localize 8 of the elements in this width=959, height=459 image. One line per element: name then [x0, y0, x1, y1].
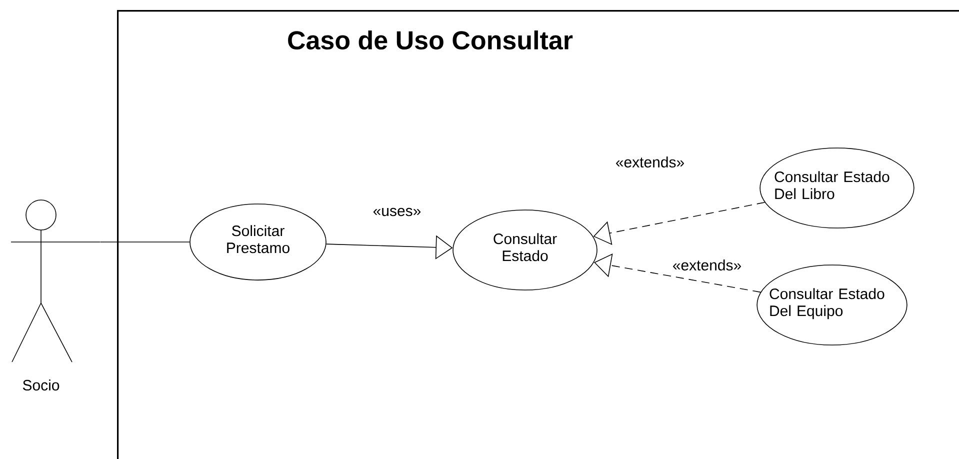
actor-figure [10, 200, 100, 362]
edge-label: «extends» [671, 258, 743, 272]
boundary-title: Caso de Uso Consultar [288, 30, 573, 50]
arrow [593, 202, 766, 245]
system-boundary [117, 10, 959, 459]
edge-label: «uses» [372, 206, 422, 218]
actor-label: Socio [22, 380, 60, 390]
edge-label: «extends» [614, 156, 686, 169]
